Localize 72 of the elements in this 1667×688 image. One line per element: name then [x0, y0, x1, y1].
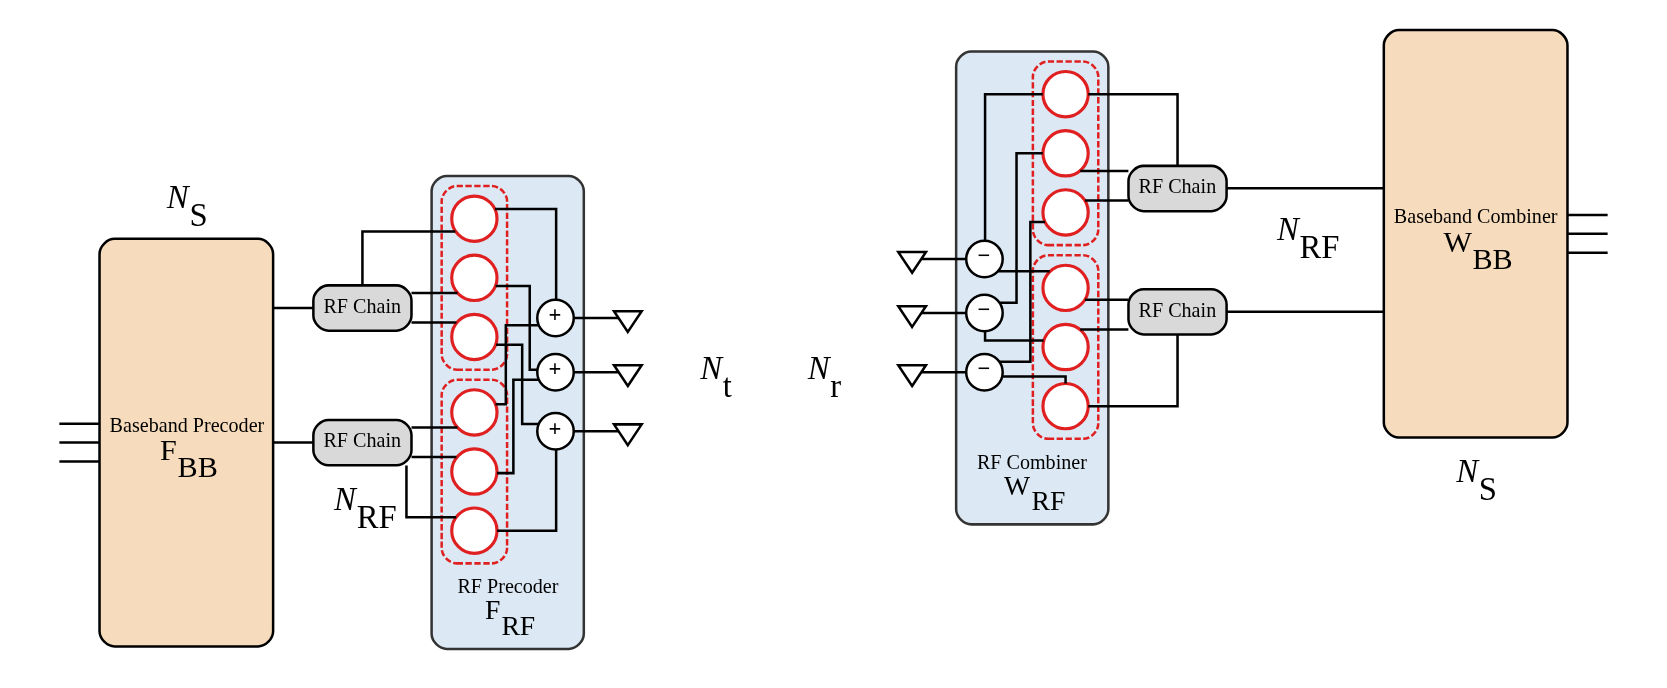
- connector: [573, 429, 619, 433]
- connector: [496, 342, 539, 425]
- connector: [1002, 374, 1067, 383]
- connector: [998, 269, 1050, 272]
- connector: [1226, 186, 1384, 189]
- node-circle: [1041, 263, 1090, 312]
- node-antenna: [895, 250, 929, 275]
- node-antenna: [611, 363, 645, 388]
- connector: [983, 92, 1043, 241]
- connector: [1567, 232, 1608, 235]
- node-circle: −: [964, 352, 1004, 392]
- connector: [983, 331, 1044, 342]
- connector: [273, 306, 314, 309]
- node-circle: [1041, 128, 1090, 177]
- connector: [921, 370, 966, 373]
- node-antenna: [895, 363, 929, 388]
- node-antenna: [611, 309, 645, 334]
- node-circle: [1041, 381, 1090, 430]
- connector: [1080, 327, 1129, 331]
- connector: [999, 151, 1043, 304]
- connector: [495, 284, 538, 371]
- node-circle: [450, 194, 499, 243]
- node-circle: [1041, 69, 1090, 118]
- node-circle: −: [964, 293, 1004, 333]
- connector: [1567, 250, 1608, 254]
- node-circle: +: [536, 352, 575, 392]
- node-circle: [450, 387, 499, 437]
- connector: [921, 311, 966, 314]
- connector: [1085, 298, 1129, 301]
- node-antenna: [611, 422, 645, 447]
- node-antenna: [895, 304, 929, 329]
- connector: [411, 291, 458, 294]
- cluster: [1031, 59, 1100, 246]
- node-circle: [1041, 322, 1090, 371]
- cluster: [440, 184, 509, 371]
- cluster: [440, 377, 509, 565]
- connector: [573, 370, 619, 373]
- node-circle: [450, 446, 499, 496]
- node-circle: +: [536, 298, 575, 338]
- node-box: RF Chain: [1127, 164, 1228, 212]
- node-circle: [450, 312, 499, 361]
- cluster: [1031, 253, 1100, 440]
- node-circle: −: [964, 238, 1004, 278]
- node-circle: +: [536, 411, 575, 451]
- connector: [405, 464, 457, 518]
- connector: [59, 459, 100, 463]
- connector: [273, 440, 314, 444]
- node-circle: [450, 505, 499, 555]
- connector: [1085, 198, 1129, 202]
- connector: [495, 207, 558, 300]
- node-circle: [450, 253, 499, 302]
- connector: [411, 455, 457, 458]
- node-box: RF Chain: [312, 283, 413, 332]
- node-box: RF Chain: [312, 418, 413, 466]
- connector: [921, 257, 966, 260]
- connector: [497, 377, 539, 474]
- connector: [59, 440, 100, 444]
- connector: [1567, 213, 1608, 216]
- connector: [999, 220, 1046, 363]
- node-box: RF Chain: [1127, 287, 1228, 336]
- connector: [1226, 310, 1384, 313]
- connector: [1088, 92, 1179, 166]
- connector: [573, 316, 619, 319]
- connector: [59, 422, 100, 425]
- connector: [411, 320, 457, 324]
- connector: [411, 425, 458, 429]
- connector: [1088, 334, 1179, 407]
- connector: [497, 449, 558, 532]
- connector: [495, 323, 539, 405]
- connector: [1080, 169, 1129, 172]
- node-circle: [1041, 187, 1090, 237]
- connector: [361, 229, 456, 285]
